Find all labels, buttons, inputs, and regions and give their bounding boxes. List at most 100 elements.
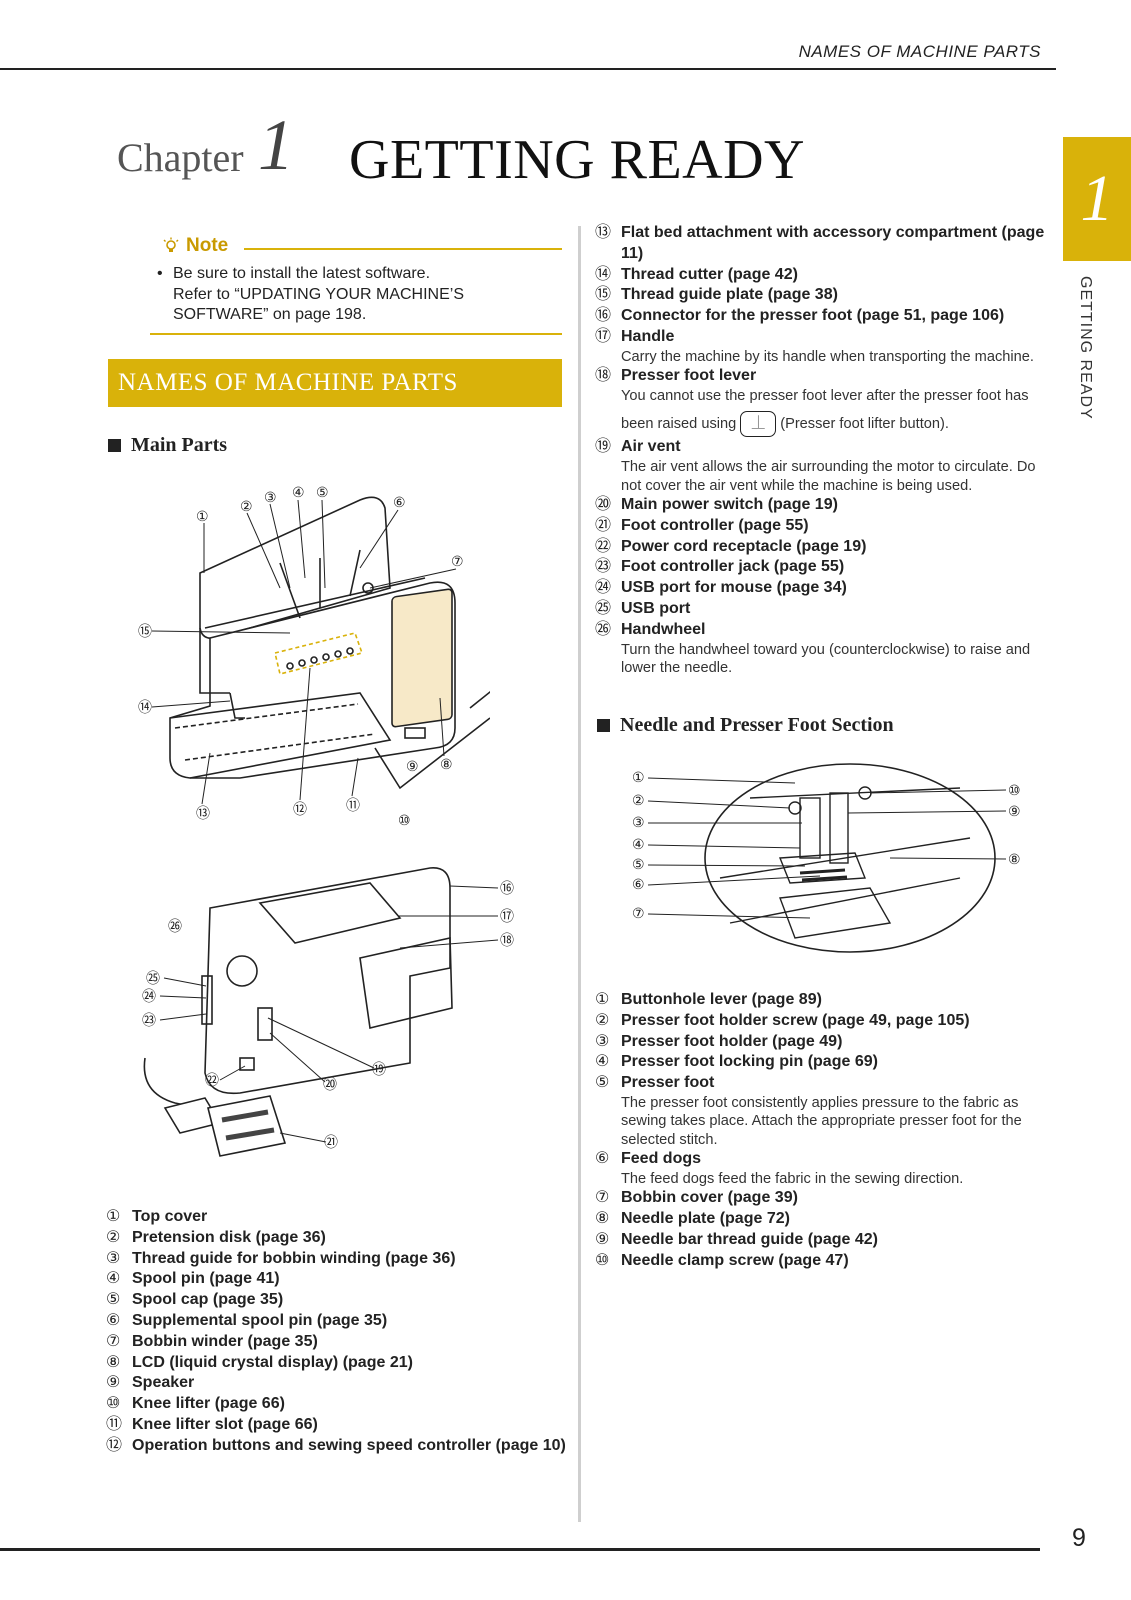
list-item: ㉔ USB port for mouse (page 34)	[595, 578, 1050, 599]
item-description-part: been raised using	[621, 416, 737, 433]
item-number: ①	[595, 991, 610, 1008]
item-number: ⑲	[595, 438, 612, 456]
note-rule	[244, 248, 562, 250]
item-label: Thread cutter (page 42)	[621, 265, 798, 283]
item-label: Presser foot holder (page 49)	[621, 1032, 843, 1050]
list-item: ⑨ Needle bar thread guide (page 42)	[595, 1230, 1050, 1251]
list-item: ⑳ Main power switch (page 19)	[595, 495, 1050, 516]
item-number: ⑨	[595, 1231, 610, 1248]
svg-text:⑪: ⑪	[346, 797, 360, 813]
item-description-part: (Presser foot lifter button).	[780, 416, 949, 433]
note-body: • Be sure to install the latest software…	[157, 264, 557, 326]
svg-text:⑭: ⑭	[138, 699, 152, 715]
item-number: ③	[106, 1249, 121, 1267]
item-label: Top cover	[132, 1208, 208, 1225]
item-description: The presser foot consistently applies pr…	[621, 1094, 1022, 1148]
svg-text:⑯: ⑯	[500, 880, 514, 896]
svg-text:⑮: ⑮	[138, 623, 152, 639]
item-number: ⑩	[595, 1251, 610, 1269]
svg-text:⑳: ⑳	[323, 1076, 337, 1092]
item-label: Thread guide plate (page 38)	[621, 286, 838, 304]
item-label: Flat bed attachment with accessory compa…	[621, 224, 1045, 262]
item-label: Feed dogs	[621, 1150, 702, 1168]
chapter-number: 1	[258, 105, 294, 185]
svg-text:㉓: ㉓	[142, 1012, 156, 1028]
note-bullet: •	[157, 265, 163, 282]
svg-text:⑦: ⑦	[632, 905, 645, 921]
item-label: Needle bar thread guide (page 42)	[621, 1231, 878, 1248]
note-line: SOFTWARE” on page 198.	[173, 306, 367, 323]
main-parts-list-continued: ⑬ Flat bed attachment with accessory comp…	[595, 223, 1050, 677]
svg-text:㉑: ㉑	[324, 1134, 338, 1150]
item-number: ④	[595, 1053, 610, 1071]
subsection-title: Needle and Presser Foot Section	[620, 714, 894, 736]
item-label: Buttonhole lever (page 89)	[621, 991, 822, 1008]
item-label: Knee lifter (page 66)	[132, 1395, 285, 1413]
svg-text:⑧: ⑧	[440, 756, 453, 772]
chapter-tab: 1	[1063, 137, 1131, 261]
item-number: ②	[595, 1011, 610, 1029]
svg-text:⑩: ⑩	[398, 812, 411, 828]
svg-text:⑬: ⑬	[196, 805, 210, 821]
bottom-rule	[0, 1548, 1040, 1551]
item-description: The air vent allows the air surrounding …	[621, 459, 1036, 494]
item-label: Thread guide for bobbin winding (page 36…	[132, 1249, 456, 1267]
chapter-title: GETTING READY	[349, 129, 805, 191]
svg-text:⑥: ⑥	[393, 494, 406, 510]
list-item: ⑦ Bobbin cover (page 39)	[595, 1188, 1050, 1209]
chapter-word: Chapter	[117, 135, 244, 180]
subsection-needle-presser-foot: Needle and Presser Foot Section	[597, 714, 894, 737]
square-bullet-icon	[108, 439, 121, 452]
svg-text:③: ③	[632, 814, 645, 830]
item-number: ⑦	[595, 1189, 610, 1207]
list-item: ① Buttonhole lever (page 89)	[595, 990, 1050, 1011]
note-line: Refer to “UPDATING YOUR MACHINE’S	[173, 285, 465, 303]
item-number: ⑬	[595, 224, 612, 241]
svg-text:⑤: ⑤	[632, 856, 645, 872]
item-label: Spool pin (page 41)	[132, 1270, 280, 1288]
item-number: ⑯	[595, 307, 612, 325]
item-number: ⑱	[595, 367, 612, 385]
section-heading: NAMES OF MACHINE PARTS	[108, 359, 562, 407]
item-label: Air vent	[621, 438, 681, 456]
svg-text:㉒: ㉒	[205, 1072, 219, 1088]
running-head: NAMES OF MACHINE PARTS	[798, 42, 1041, 61]
item-number: ㉔	[595, 579, 612, 597]
item-number: ⑪	[106, 1415, 123, 1433]
item-label: Presser foot locking pin (page 69)	[621, 1053, 878, 1071]
item-label: Main power switch (page 19)	[621, 496, 838, 513]
item-label: Presser foot lever	[621, 367, 757, 385]
item-number: ⑨	[106, 1374, 121, 1392]
svg-text:⑩: ⑩	[1008, 782, 1021, 798]
item-number: ⑥	[106, 1311, 121, 1329]
item-label: Handwheel	[621, 620, 706, 638]
item-label: Handle	[621, 327, 675, 345]
item-label: USB port for mouse (page 34)	[621, 579, 847, 597]
item-number: ⑫	[106, 1436, 123, 1454]
item-number: ⑳	[595, 496, 612, 513]
svg-text:⑫: ⑫	[293, 801, 307, 817]
item-number: ⑰	[595, 327, 612, 345]
item-label: Bobbin cover (page 39)	[621, 1189, 798, 1207]
item-number: ㉕	[595, 599, 612, 617]
svg-text:①: ①	[196, 508, 209, 524]
